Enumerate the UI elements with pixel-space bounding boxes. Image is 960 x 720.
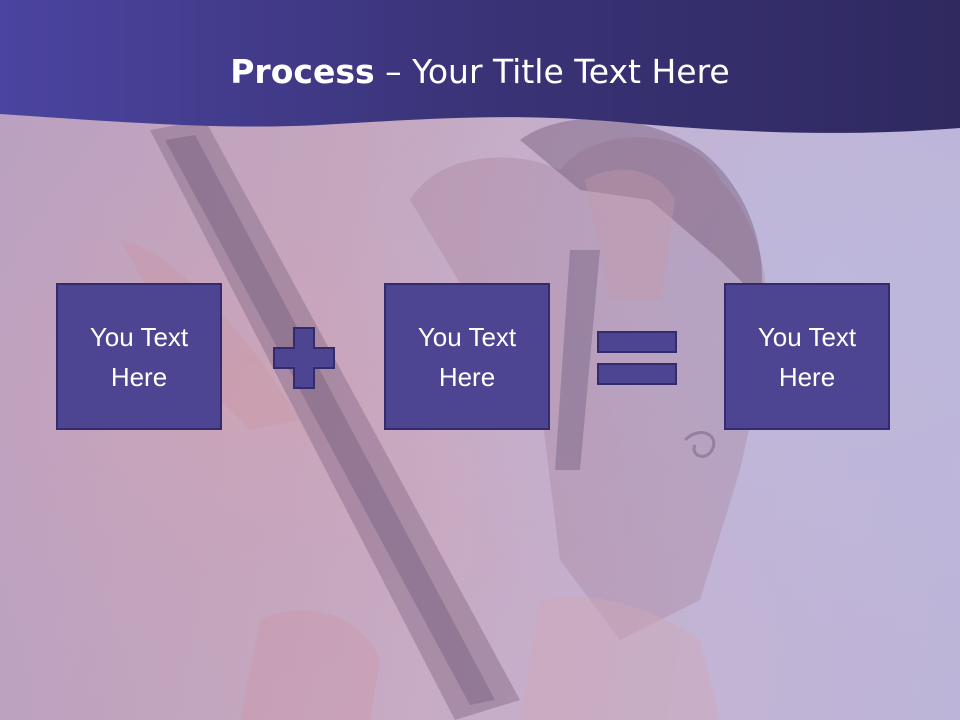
text-box-2[interactable]: You Text Here — [384, 283, 550, 430]
text-box-1[interactable]: You Text Here — [56, 283, 222, 430]
slide-title: Process – Your Title Text Here — [0, 52, 960, 91]
text-box-1-label: You Text Here — [89, 321, 189, 392]
text-box-3[interactable]: You Text Here — [724, 283, 890, 430]
text-box-2-label: You Text Here — [417, 321, 517, 392]
header-band — [0, 0, 960, 133]
title-bold-part: Process — [230, 52, 375, 91]
plus-icon — [273, 327, 335, 389]
title-rest-part: – Your Title Text Here — [374, 52, 730, 91]
text-box-3-label: You Text Here — [757, 321, 857, 392]
equals-icon — [597, 331, 677, 385]
